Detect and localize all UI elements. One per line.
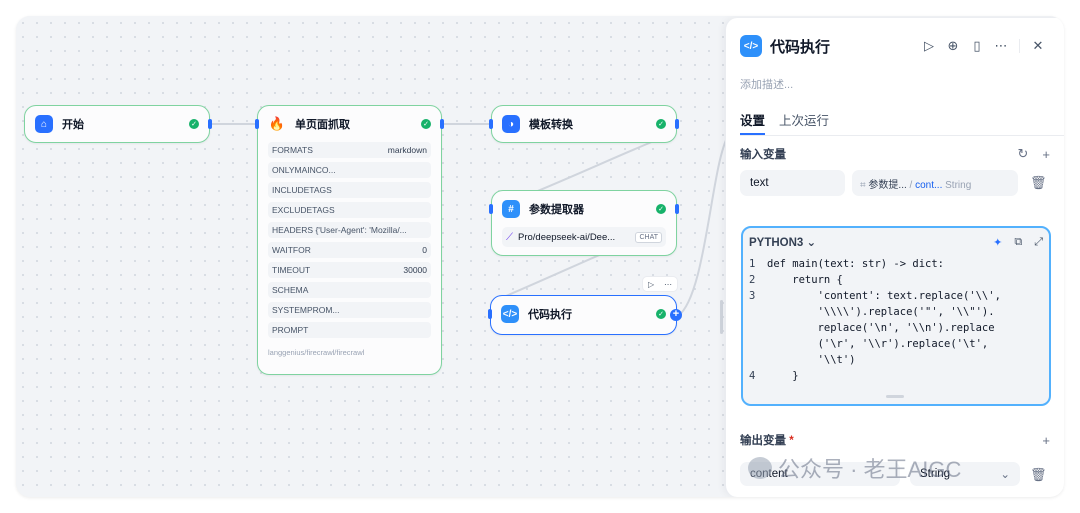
node-title: 代码执行 [528, 309, 572, 321]
output-handle[interactable] [208, 119, 212, 129]
code-line: '\\t') [767, 354, 856, 366]
wechat-logo-icon [748, 457, 772, 479]
fire-icon: 🔥 [268, 116, 286, 131]
delete-icon[interactable]: 🗑 [1030, 467, 1047, 482]
template-icon: ◑ [502, 115, 520, 133]
add-node-plus-icon[interactable]: + [670, 309, 682, 321]
panel-tabs: 设置 上次运行 [740, 110, 1064, 136]
delete-icon[interactable]: 🗑 [1030, 175, 1047, 190]
more-icon[interactable]: ⋯ [994, 38, 1008, 53]
param-row: INCLUDETAGS [268, 182, 431, 198]
home-icon: ⌂ [35, 115, 53, 133]
editor-resize-handle[interactable] [886, 395, 904, 398]
code-line: ('\r', '\\r').replace('\t', [767, 338, 989, 350]
node-start[interactable]: ⌂ 开始 ✓ [24, 105, 212, 143]
model-icon: ⟋ [506, 231, 513, 243]
code-line: 3 'content': text.replace('\\', [749, 290, 1001, 302]
node-parameter-extractor[interactable]: # 参数提取器 ✓ ⟋ Pro/deepseek-ai/Dee... CHAT [489, 190, 679, 256]
divider [1019, 39, 1020, 53]
model-name: Pro/deepseek-ai/Dee... [518, 231, 616, 243]
node-code[interactable]: </> 代码执行 ✓ [488, 295, 677, 335]
input-handle[interactable] [489, 204, 493, 214]
add-icon[interactable]: + [1042, 432, 1050, 448]
run-node-icon[interactable]: ▷ [647, 279, 655, 289]
model-selector[interactable]: ⟋ Pro/deepseek-ai/Dee... CHAT [502, 227, 666, 247]
param-row: EXCLUDETAGS [268, 202, 431, 218]
code-line: 4 } [749, 370, 799, 382]
output-variables-header: 输出变量 * + [740, 432, 1050, 448]
node-template[interactable]: ◑ 模板转换 ✓ [489, 105, 679, 143]
input-variables-header: 输入变量 ↻ + [740, 146, 1050, 162]
tab-settings[interactable]: 设置 [740, 110, 766, 135]
output-handle[interactable] [675, 204, 679, 214]
watermark: 公众号 · 老王AIGC [748, 452, 961, 484]
output-var-type-select[interactable]: String ⌄ [910, 462, 1020, 486]
input-var-name-field[interactable]: text [740, 170, 845, 196]
ref-node-icon: ⌗ [860, 179, 866, 191]
edge-code-out [677, 135, 729, 317]
extractor-icon: # [502, 200, 520, 218]
model-mode-badge: CHAT [635, 231, 662, 243]
node-title: 参数提取器 [529, 204, 584, 216]
code-line: '\\\\').replace('"', '\\"'). [767, 306, 995, 318]
param-row: SCHEMA [268, 282, 431, 298]
code-line: replace('\n', '\\n').replace [767, 322, 995, 334]
language-selector[interactable]: PYTHON3 ⌄ [749, 237, 817, 249]
provider-label: langgenius/firecrawl/firecrawl [268, 348, 365, 357]
panel-header: </> 代码执行 ▷ ⊕ ▯ ⋯ ✕ [740, 34, 1050, 58]
code-line: 2 return { [749, 274, 843, 286]
panel-resize-handle [720, 300, 723, 334]
node-title: 单页面抓取 [295, 119, 350, 131]
copy-icon[interactable]: ⧉ [1014, 235, 1023, 248]
locate-icon[interactable]: ⊕ [947, 38, 959, 53]
run-icon[interactable]: ▷ [924, 38, 934, 53]
tab-last-run[interactable]: 上次运行 [779, 114, 830, 128]
success-check-icon: ✓ [656, 119, 666, 129]
section-label: 输入变量 [740, 149, 786, 161]
var-ref: ⌗ 参数提... / cont... String [860, 179, 972, 191]
param-row: SYSTEMPROM... [268, 302, 431, 318]
node-title: 开始 [62, 119, 84, 131]
ai-sparkle-icon[interactable]: ✦ [993, 236, 1003, 249]
success-check-icon: ✓ [421, 119, 431, 129]
more-icon[interactable]: ⋯ [664, 279, 673, 289]
node-title: 模板转换 [529, 119, 573, 131]
code-icon: </> [740, 35, 762, 57]
add-icon[interactable]: + [1042, 146, 1050, 162]
param-row: ONLYMAINCO... [268, 162, 431, 178]
success-check-icon: ✓ [656, 204, 666, 214]
input-var-ref-selector[interactable]: ⌗ 参数提... / cont... String [852, 170, 1018, 196]
input-handle[interactable] [488, 309, 492, 319]
input-handle[interactable] [489, 119, 493, 129]
success-check-icon: ✓ [656, 309, 666, 319]
output-handle[interactable] [440, 119, 444, 129]
param-row: PROMPT [268, 322, 431, 338]
book-icon[interactable]: ▯ [973, 38, 981, 53]
description-input[interactable]: 添加描述... [740, 79, 794, 91]
node-settings-panel: </> 代码执行 ▷ ⊕ ▯ ⋯ ✕ 添加描述... 设置 上次运行 输入变量 … [725, 18, 1064, 497]
close-icon[interactable]: ✕ [1032, 38, 1044, 53]
output-handle[interactable] [675, 119, 679, 129]
success-check-icon: ✓ [189, 119, 199, 129]
code-icon: </> [501, 305, 519, 323]
expand-icon[interactable]: ⤢ [1034, 235, 1043, 248]
param-row: HEADERS {'User-Agent': 'Mozilla/... [268, 222, 431, 238]
refresh-icon[interactable]: ↻ [1017, 146, 1029, 161]
chevron-down-icon: ⌄ [1000, 469, 1010, 481]
panel-title: 代码执行 [770, 38, 831, 56]
code-editor-header: PYTHON3 ⌄ ✦ ⧉ ⤢ [743, 228, 1049, 256]
input-handle[interactable] [255, 119, 259, 129]
section-label: 输出变量 * [740, 435, 794, 447]
node-mini-toolbar: ▷ ⋯ [642, 276, 678, 292]
